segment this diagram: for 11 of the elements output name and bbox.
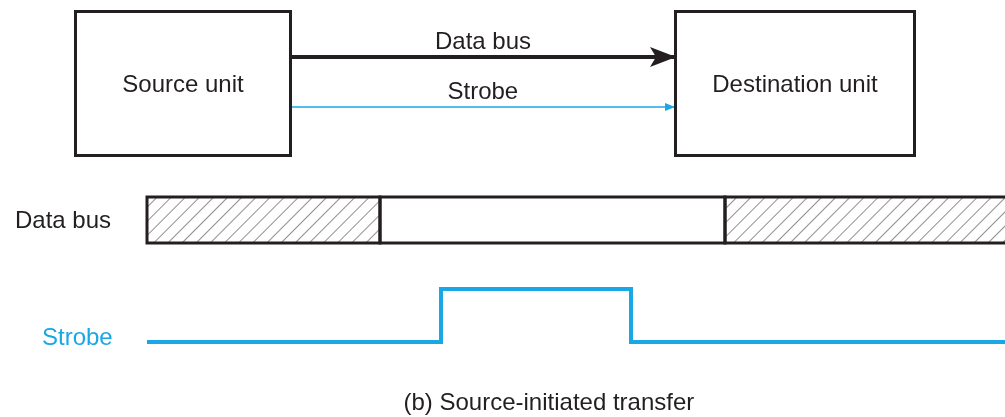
unit-label: Destination unit <box>712 69 878 98</box>
unit-label: Source unit <box>122 69 244 98</box>
unit-box <box>74 10 292 157</box>
edge-label: Data bus <box>435 27 532 55</box>
arrow <box>292 47 676 67</box>
arrow <box>291 103 675 111</box>
unit-box <box>674 10 916 157</box>
caption: (b) Source-initiated transfer <box>403 388 695 416</box>
edge-label: Strobe <box>447 77 519 105</box>
signal-name: Strobe <box>42 323 113 351</box>
signal-name: Data bus <box>15 206 112 234</box>
